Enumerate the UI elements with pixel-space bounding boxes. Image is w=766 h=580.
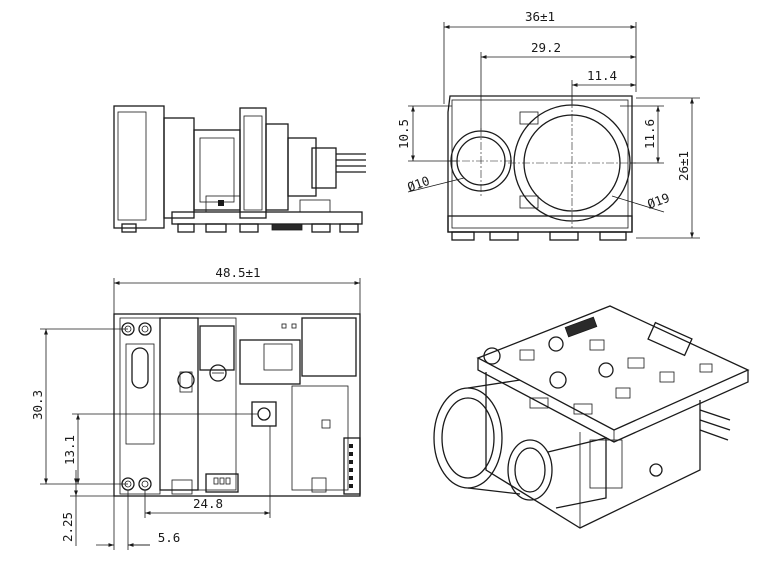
dim-height-lower: 13.1 — [62, 435, 77, 465]
dim-width-large-offset: 11.4 — [587, 68, 617, 83]
dim-width-centers: 29.2 — [531, 40, 561, 55]
front-view-dimensions — [407, 22, 700, 239]
dim-length-total: 48.5±1 — [215, 265, 260, 280]
dim-dia-small: Ø10 — [405, 173, 431, 195]
dim-height-total: 26±1 — [676, 151, 691, 181]
dim-length-hole: 24.8 — [193, 496, 223, 511]
dim-height-large-center: 11.6 — [642, 119, 657, 149]
isometric-view — [433, 305, 750, 529]
dim-dia-large: Ø19 — [645, 190, 671, 212]
dim-height-hole-span: 30.3 — [30, 390, 45, 420]
dim-height-small-center: 10.5 — [396, 119, 411, 149]
dim-left-offset: 5.6 — [158, 530, 181, 545]
top-view-dimensions — [40, 278, 361, 550]
dim-bottom-offset: 2.25 — [60, 512, 75, 542]
dim-width-total: 36±1 — [525, 9, 555, 24]
front-view — [447, 95, 636, 241]
top-view — [113, 313, 361, 497]
side-view — [113, 105, 366, 233]
